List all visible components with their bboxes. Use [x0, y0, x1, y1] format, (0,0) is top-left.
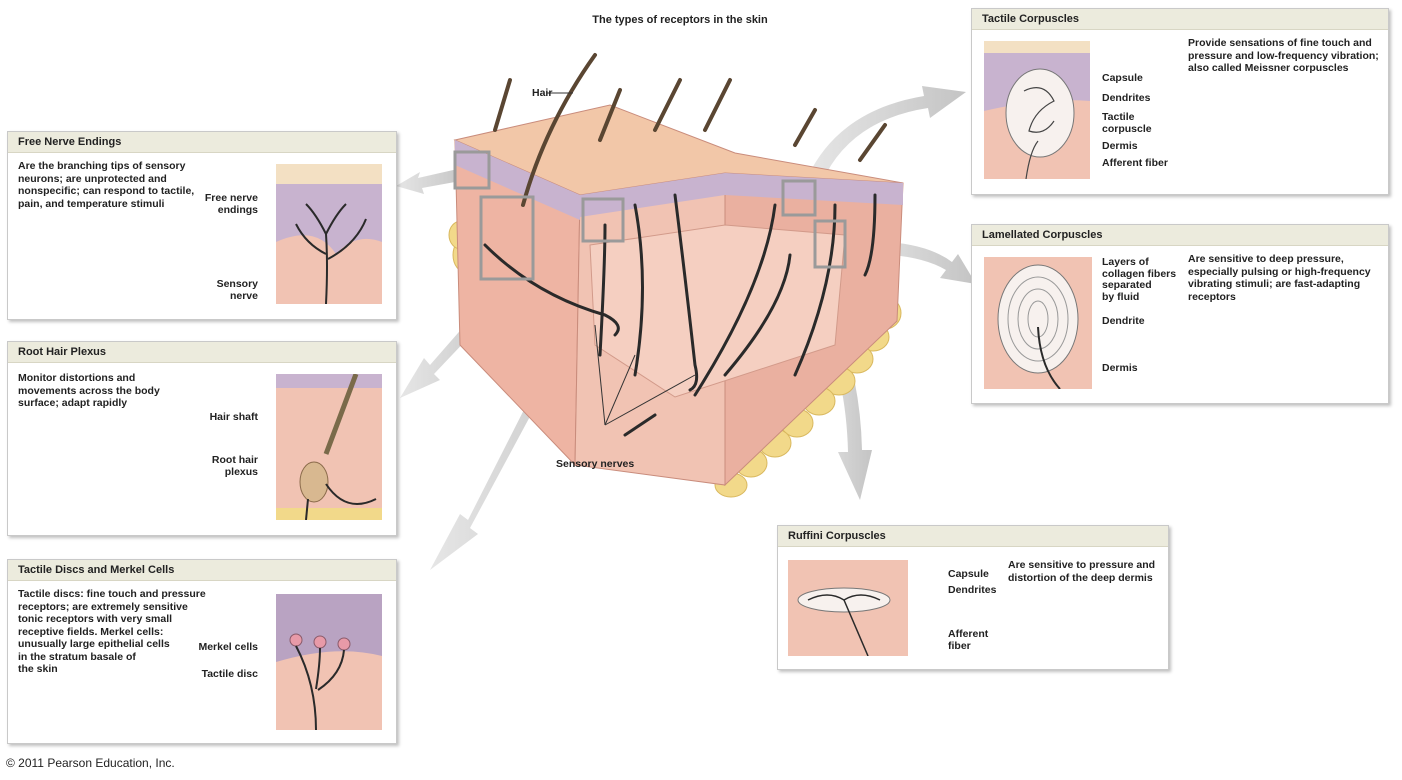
panel-description: Tactile discs: fine touch and pressure r…	[18, 588, 206, 675]
label-root-hair-plexus: Root hair plexus	[211, 454, 258, 478]
merkel-cells-illustration	[276, 594, 382, 730]
panel-description: Monitor distortions and movements across…	[18, 372, 160, 409]
label-dendrites: Dendrites	[1102, 92, 1151, 104]
panel-description: Are sensitive to pressure and distortion…	[1008, 559, 1156, 584]
panel-lamellated-corpuscles: Lamellated Corpuscles Layers of collagen…	[971, 224, 1389, 404]
panel-description: Are the branching tips of sensory neuron…	[18, 160, 195, 210]
copyright-notice: © 2011 Pearson Education, Inc.	[6, 756, 175, 770]
label-dermis: Dermis	[1102, 140, 1138, 152]
label-sensory-nerve: Sensory nerve	[216, 278, 258, 302]
lamellated-corpuscle-illustration	[984, 257, 1092, 389]
tactile-corpuscle-illustration	[984, 41, 1090, 179]
label-dermis: Dermis	[1102, 362, 1138, 374]
panel-title: Lamellated Corpuscles	[972, 225, 1388, 246]
panel-title: Ruffini Corpuscles	[778, 526, 1168, 547]
root-hair-plexus-illustration	[276, 374, 382, 520]
panel-tactile-corpuscles: Tactile Corpuscles Capsule Dendrites Tac…	[971, 8, 1389, 195]
panel-root-hair-plexus: Root Hair Plexus Monitor distortions and…	[7, 341, 397, 536]
panel-tactile-discs-merkel-cells: Tactile Discs and Merkel Cells Tactile d…	[7, 559, 397, 744]
label-tactile-corpuscle: Tactile corpuscle	[1102, 111, 1152, 135]
label-dendrites: Dendrites	[948, 584, 997, 596]
panel-description: Provide sensations of fine touch and pre…	[1188, 37, 1379, 74]
panel-title: Tactile Corpuscles	[972, 9, 1388, 30]
skin-block-illustration	[448, 53, 904, 498]
panel-description: Are sensitive to deep pressure, especial…	[1188, 253, 1371, 303]
panel-ruffini-corpuscles: Ruffini Corpuscles Capsule Dendrites Aff…	[777, 525, 1169, 670]
label-capsule: Capsule	[948, 568, 989, 580]
hairs	[493, 53, 887, 207]
diagram-title: The types of receptors in the skin	[592, 14, 768, 26]
label-afferent-fiber: Afferent fiber	[1102, 157, 1168, 169]
label-dendrite: Dendrite	[1102, 315, 1145, 327]
panel-title: Free Nerve Endings	[8, 132, 396, 153]
arrow-ruffini	[810, 292, 872, 500]
label-tactile-disc: Tactile disc	[201, 668, 258, 680]
ruffini-corpuscle-illustration	[788, 560, 908, 656]
sensory-nerves-label: Sensory nerves	[556, 458, 635, 470]
label-hair-shaft: Hair shaft	[209, 411, 258, 423]
arrow-free-nerve	[396, 168, 466, 194]
hair-label: Hair	[532, 87, 553, 99]
label-collagen-layers: Layers of collagen fibers separated by f…	[1102, 256, 1177, 303]
label-capsule: Capsule	[1102, 72, 1143, 84]
label-merkel-cells: Merkel cells	[198, 641, 258, 653]
panel-title: Tactile Discs and Merkel Cells	[8, 560, 396, 581]
label-afferent-fiber: Afferent fiber	[948, 628, 989, 652]
free-nerve-endings-illustration	[276, 164, 382, 304]
sensory-nerve-fibers	[483, 193, 877, 437]
panel-free-nerve-endings: Free Nerve Endings Are the branching tip…	[7, 131, 397, 320]
panel-title: Root Hair Plexus	[8, 342, 396, 363]
label-free-nerve-endings: Free nerve endings	[204, 192, 258, 216]
